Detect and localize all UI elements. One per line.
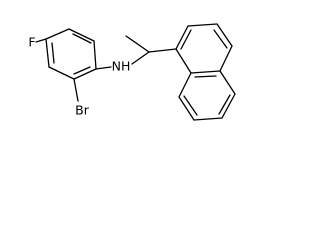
naph-ring-2-bond-2-inner [218,94,231,115]
ring-a-bond-2-inner [72,33,92,44]
naph-ring-1-bond-3 [216,23,233,47]
ring-a-bond-4-inner [73,66,91,75]
naph-ring-2-bond-4-inner [183,95,198,116]
c-br-bond [73,78,79,102]
naph-fusion-inner [194,75,217,78]
ring-a-bond-5 [48,66,75,80]
c-n-bond [95,66,112,70]
naph-ring-1-bond-1 [175,25,189,50]
naph-ring-1-bond-4 [219,45,233,72]
naph-ring-1-bond-6 [175,48,192,74]
fluorobromophenyl-ring [45,28,97,80]
bromine-label: Br [75,103,90,118]
naph-ring-1-bond-1-inner [180,29,192,50]
ring-a-bond-3 [93,40,97,70]
naph-ring-2-bond-5 [178,72,192,98]
naph-ring-2-bond-3 [193,117,223,121]
n-ch-bond [131,51,150,65]
naph-ring-1-bond-3-inner [213,29,228,49]
ring-a-bond-1 [45,28,70,40]
ch-methyl-bond [125,35,150,53]
naphthalene-ring [175,23,236,121]
fluorine-label: F [28,35,35,50]
substituent-bonds [35,35,177,102]
ring-a-bond-2 [68,28,95,42]
naph-fusion-bond [190,70,221,74]
naph-ring-1-bond-2 [187,23,218,27]
ring-a-bond-6 [45,38,50,68]
naph-ring-2-bond-2 [221,93,236,119]
chemical-structure: F Br NH [28,23,236,121]
amine-label: NH [112,59,131,74]
naph-ring-2-bond-1 [219,70,236,95]
naph-ring-2-bond-4 [178,96,195,121]
ch-naphthyl-bond [148,48,177,53]
ring-a-bond-6-inner [51,42,55,64]
c-f-bond [35,38,47,43]
ring-a-bond-4 [73,68,97,80]
